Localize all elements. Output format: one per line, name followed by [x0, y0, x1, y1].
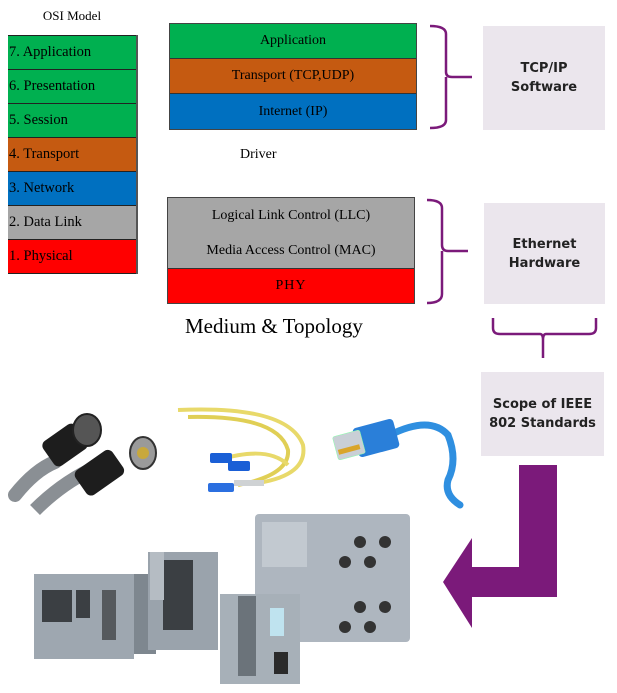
m12-connector-cable-image	[8, 413, 157, 515]
osi-layer-data-link: 2. Data Link	[8, 205, 136, 239]
ethernet-hardware-stack: Logical Link Control (LLC) Media Access …	[167, 197, 415, 304]
brace-tcpip-software	[429, 24, 472, 130]
brace-ieee-scope	[491, 318, 598, 358]
osi-layer-transport: 4. Transport	[8, 137, 136, 171]
osi-model-stack: 7. Application 6. Presentation 5. Sessio…	[8, 35, 138, 274]
arrow-to-devices	[443, 465, 557, 628]
ieee-scope-line1: Scope of IEEE	[492, 397, 593, 412]
tcpip-layer-application: Application	[170, 24, 416, 59]
tcpip-stack: Application Transport (TCP,UDP) Internet…	[169, 23, 417, 130]
llc-layer: Logical Link Control (LLC)	[168, 198, 414, 233]
ethernet-hardware-line1: Ethernet	[512, 236, 577, 252]
brace-ethernet-hardware	[426, 198, 468, 305]
osi-model-title: OSI Model	[42, 8, 102, 23]
medium-topology-label: Medium & Topology	[185, 314, 363, 338]
industrial-switches-image	[34, 514, 410, 684]
ethernet-hardware-line2: Hardware	[508, 255, 581, 271]
osi-layer-physical: 1. Physical	[8, 239, 136, 274]
tcpip-layer-internet: Internet (IP)	[170, 94, 416, 129]
tcpip-software-box: TCP/IP Software	[483, 26, 605, 130]
driver-label: Driver	[240, 147, 277, 162]
ieee-802-scope-box: Scope of IEEE 802 Standards	[481, 372, 604, 456]
tcpip-software-line2: Software	[510, 80, 578, 95]
fiber-optic-cable-image	[177, 407, 306, 492]
osi-layer-application: 7. Application	[8, 35, 136, 69]
osi-layer-network: 3. Network	[8, 171, 136, 205]
phy-layer: PHY	[168, 268, 414, 303]
tcpip-layer-transport: Transport (TCP,UDP)	[170, 59, 416, 94]
ieee-scope-line2: 802 Standards	[489, 416, 596, 431]
osi-layer-presentation: 6. Presentation	[8, 69, 136, 103]
osi-layer-session: 5. Session	[8, 103, 136, 137]
rj45-cable-image	[332, 418, 464, 509]
mac-layer: Media Access Control (MAC)	[168, 233, 414, 268]
tcpip-software-line1: TCP/IP	[520, 61, 568, 76]
